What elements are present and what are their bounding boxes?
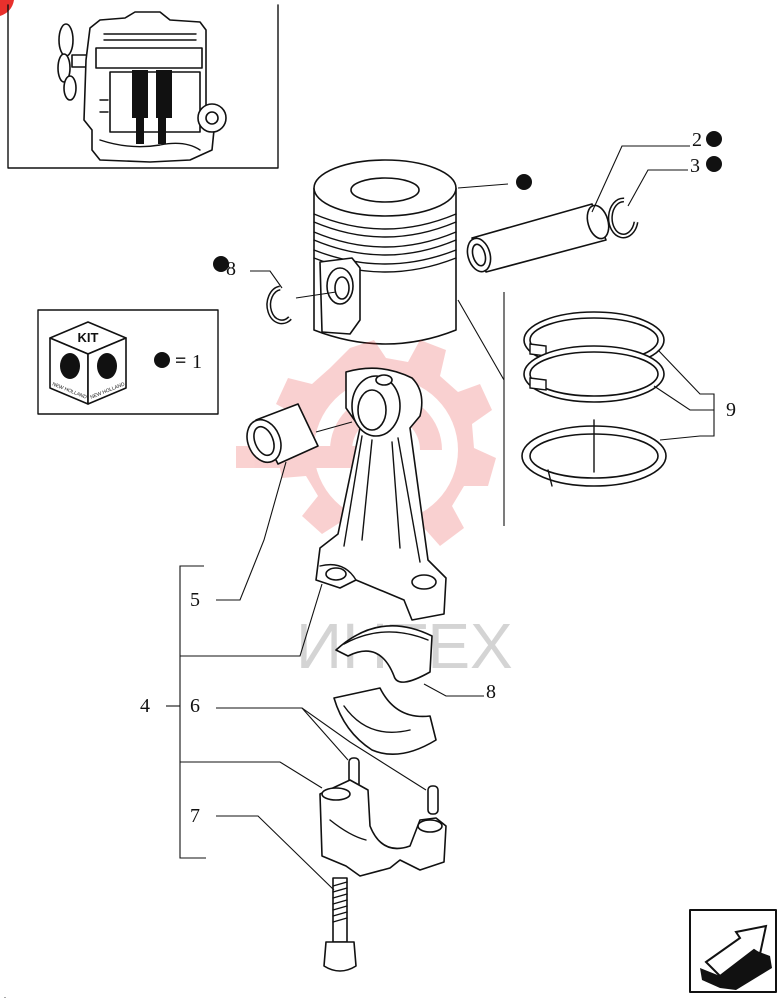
callout-7: 7 — [190, 805, 200, 827]
callout-4: 4 — [140, 695, 150, 717]
piston[interactable] — [313, 159, 457, 345]
big-end-cap[interactable] — [319, 779, 447, 877]
kit-legend[interactable]: KIT NEW HOLLAND NEW HOLLAND = 1 — [37, 309, 219, 415]
next-page-button[interactable] — [689, 909, 777, 993]
callout-9: 9 — [726, 399, 736, 421]
callout-8b: 8 — [486, 681, 496, 703]
kit-bullet-8a — [213, 256, 229, 272]
callout-2: 2 — [692, 129, 702, 151]
callout-3: 3 — [690, 155, 700, 177]
piston-ring-middle[interactable] — [523, 345, 665, 403]
next-page-arrow-icon — [700, 924, 772, 990]
circlip-left[interactable] — [266, 285, 292, 325]
page-dot: . — [4, 991, 6, 1000]
callout-5: 5 — [190, 589, 200, 611]
bearing-shell-upper[interactable] — [335, 625, 433, 683]
gudgeon-pin[interactable] — [464, 203, 613, 274]
kit-legend-number: 1 — [192, 351, 202, 373]
callout-8a: 8 — [226, 258, 236, 280]
circlip-right[interactable] — [607, 197, 639, 239]
group-bracket-4 — [166, 565, 323, 859]
piston-ring-oil[interactable] — [521, 419, 667, 487]
engine-thumbnail[interactable] — [7, 4, 279, 169]
dowel-right[interactable] — [427, 785, 439, 815]
bearing-shell-lower[interactable] — [333, 687, 437, 756]
connecting-rod[interactable] — [315, 367, 447, 621]
kit-bullet-3 — [706, 156, 722, 172]
kit-bullet-piston — [516, 174, 532, 190]
connecting-rod-bolt[interactable] — [323, 877, 357, 972]
fan-icon — [57, 23, 89, 101]
callout-6: 6 — [190, 695, 200, 717]
kit-box-icon: KIT NEW HOLLAND NEW HOLLAND — [49, 321, 127, 405]
kit-title: KIT — [78, 330, 99, 345]
small-end-bush[interactable] — [241, 403, 319, 467]
kit-bullet-2 — [706, 131, 722, 147]
kit-legend-equals: = — [175, 350, 186, 372]
kit-legend-bullet — [154, 352, 170, 368]
corner-marker — [0, 0, 14, 16]
